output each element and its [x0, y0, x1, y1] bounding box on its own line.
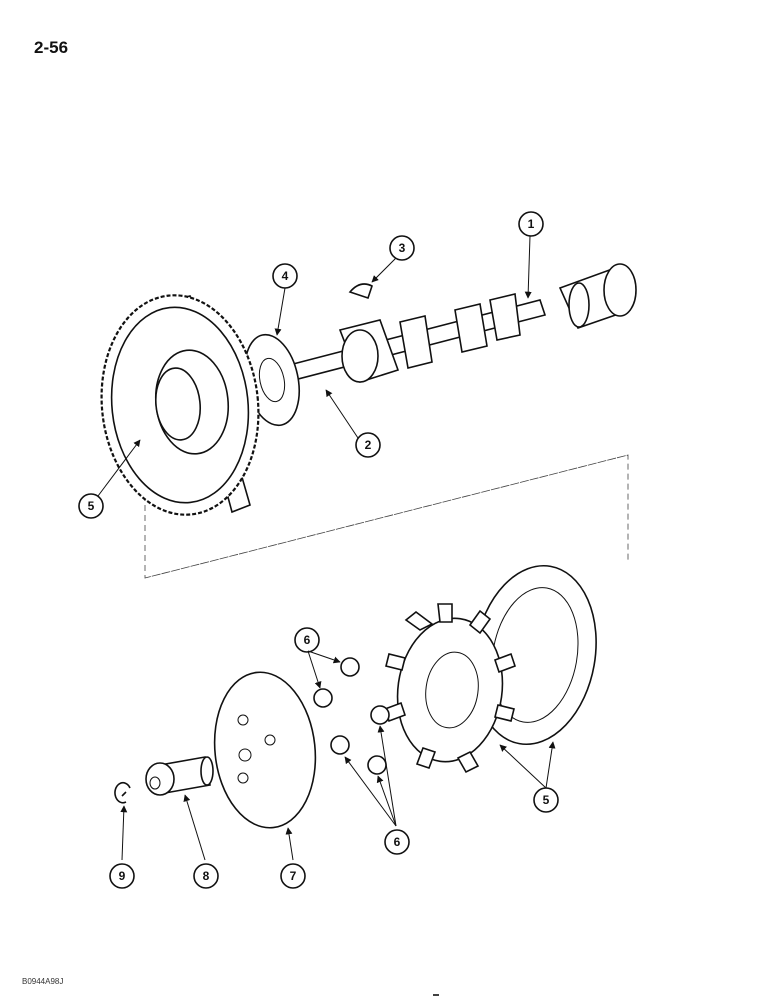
callout-5-plate-label: 5 [543, 793, 550, 807]
callout-3: 3 [389, 235, 415, 261]
callout-6-top: 6 [294, 627, 320, 653]
callout-6-bottom: 6 [384, 829, 410, 855]
snap-ring [114, 781, 131, 804]
callout-8-label: 8 [203, 869, 210, 883]
page-number: 2-56 [34, 38, 69, 57]
callout-5-gear: 5 [78, 493, 104, 519]
drawing-code: B0944A98J [22, 977, 64, 986]
callout-1: 1 [518, 211, 544, 237]
callout-9: 9 [109, 863, 135, 889]
camshaft [268, 263, 637, 386]
spider [383, 603, 517, 774]
callout-3-label: 3 [399, 241, 406, 255]
callout-8: 8 [193, 863, 219, 889]
callout-6-bottom-label: 6 [394, 835, 401, 849]
callout-2-label: 2 [365, 438, 372, 452]
callout-2: 2 [355, 432, 381, 458]
callout-1-label: 1 [528, 217, 535, 231]
callout-5-plate: 5 [533, 787, 559, 813]
callout-4: 4 [272, 263, 298, 289]
leader-lines [97, 235, 556, 861]
callout-5-gear-label: 5 [88, 499, 95, 513]
cam-gear [100, 294, 260, 516]
drive-plate [213, 671, 317, 829]
thrust-sleeve [145, 756, 214, 796]
callout-4-label: 4 [282, 269, 289, 283]
key [348, 283, 373, 300]
callout-9-label: 9 [119, 869, 126, 883]
callout-6-top-label: 6 [304, 633, 311, 647]
balls [313, 657, 390, 775]
callout-7: 7 [280, 863, 306, 889]
callout-7-label: 7 [290, 869, 297, 883]
